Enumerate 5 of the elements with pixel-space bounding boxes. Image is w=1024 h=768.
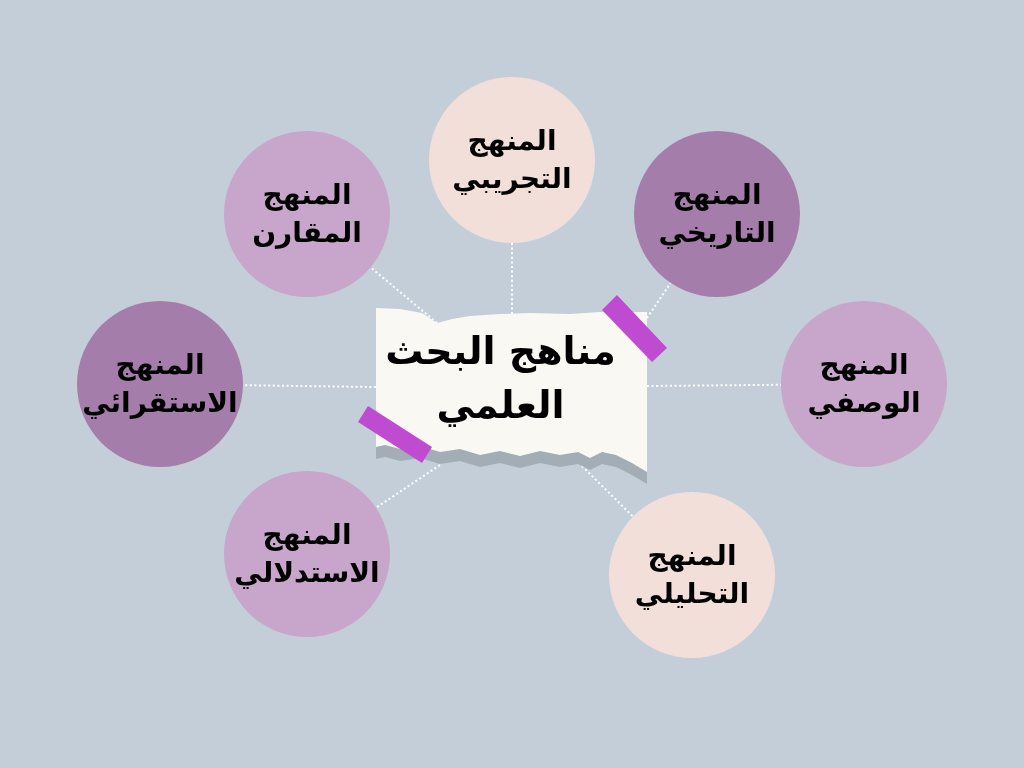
connector-line	[375, 464, 441, 509]
connector-line	[511, 242, 513, 315]
connector-line	[369, 266, 438, 324]
connector-line	[242, 384, 377, 388]
connector-line	[581, 465, 634, 518]
